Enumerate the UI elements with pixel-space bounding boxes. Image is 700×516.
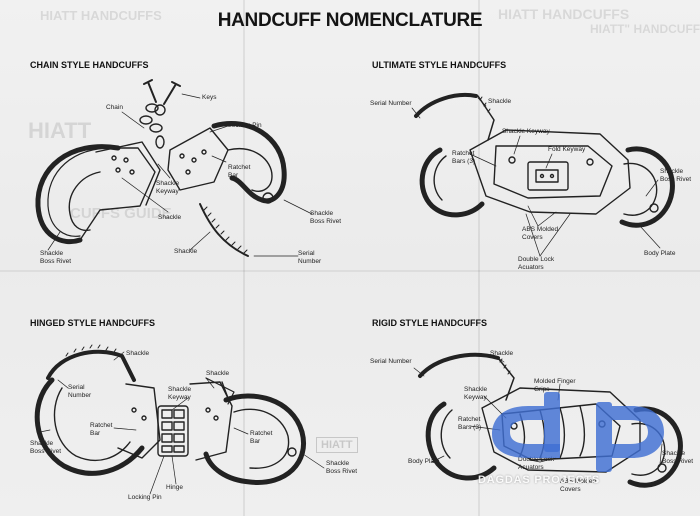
label-shackle-boss-rivet-right: Shackle Boss Rivet bbox=[326, 460, 358, 475]
label-shackle-keyway: Shackle Keyway bbox=[502, 128, 550, 135]
label-ratchet-bar-left: Ratchet Bar bbox=[90, 422, 113, 437]
label-molded-finger-grips: Molded Finger Grips bbox=[534, 378, 576, 393]
label-locking-pin: Locking Pin bbox=[228, 122, 262, 129]
label-body-plate: Body Plate bbox=[408, 458, 440, 465]
label-ratchet-bars: Ratchet Bars (3) bbox=[458, 416, 482, 431]
label-abs-molded-covers: ABS Molded Covers bbox=[560, 478, 597, 493]
label-double-lock-acuators: Double Lock Acuators bbox=[518, 456, 555, 471]
label-keys: Keys bbox=[202, 94, 217, 101]
label-serial-number: Serial Number bbox=[68, 384, 92, 399]
label-fold-keyway: Fold Keyway bbox=[548, 146, 586, 153]
label-body-plate: Body Plate bbox=[644, 250, 676, 257]
fold-line bbox=[0, 270, 700, 272]
chain-handcuffs-drawing bbox=[35, 79, 287, 257]
label-shackle-boss-rivet-left: Shackle Boss Rivet bbox=[40, 250, 72, 265]
label-ratchet-bar-right: Ratchet Bar bbox=[250, 430, 273, 445]
label-serial-number: Serial Number bbox=[298, 250, 322, 265]
label-serial-number: Serial Number bbox=[370, 100, 412, 107]
label-shackle-boss-rivet-left: Shackle Boss Rivet bbox=[30, 440, 62, 455]
section-heading-rigid: RIGID STYLE HANDCUFFS bbox=[372, 318, 488, 328]
label-hinge: Hinge bbox=[166, 484, 183, 491]
label-locking-pin: Locking Pin bbox=[128, 494, 162, 501]
label-shackle-boss-rivet-right: Shackle Boss Rivet bbox=[310, 210, 342, 225]
hinged-handcuffs-drawing bbox=[34, 344, 306, 485]
fold-line bbox=[478, 0, 480, 516]
label-shackle-keyway: Shackle Keyway bbox=[156, 180, 180, 195]
page-title: HANDCUFF NOMENCLATURE bbox=[217, 10, 483, 31]
label-serial-number: Serial Number bbox=[370, 358, 412, 365]
label-double-lock-acuators: Double Lock Acuators bbox=[518, 256, 555, 271]
ghost-text: HIATT" HANDCUFFS bbox=[590, 22, 700, 36]
label-shackle-keyway: Shackle Keyway bbox=[464, 386, 488, 401]
label-shackle: Shackle bbox=[488, 98, 512, 105]
fold-line bbox=[243, 0, 245, 516]
label-shackle: Shackle bbox=[490, 350, 514, 357]
section-heading-ultimate: ULTIMATE STYLE HANDCUFFS bbox=[372, 60, 507, 70]
ghost-text: HIATT HANDCUFFS bbox=[498, 6, 630, 22]
label-shackle-boss-rivet: Shackle Boss Rivet bbox=[660, 168, 692, 183]
ghost-text: HIATT bbox=[28, 118, 92, 143]
label-shackle: Shackle bbox=[158, 214, 182, 221]
ghost-text: HIATT HANDCUFFS bbox=[40, 8, 162, 23]
section-heading-chain: CHAIN STYLE HANDCUFFS bbox=[30, 60, 149, 70]
label-shackle-lower: Shackle bbox=[174, 248, 198, 255]
label-shackle-boss-rivet: Shackle Boss Rivet bbox=[662, 450, 694, 465]
label-shackle-top: Shackle bbox=[126, 350, 150, 357]
rigid-handcuffs-drawing bbox=[418, 352, 683, 488]
label-shackle-keyway: Shackle Keyway bbox=[168, 386, 192, 401]
label-shackle-right: Shackle bbox=[206, 370, 230, 377]
watermark-text: DAGDAS PROJECTS bbox=[478, 474, 601, 486]
dagdas-logo-icon bbox=[492, 392, 664, 472]
ultimate-handcuffs-drawing bbox=[414, 93, 675, 228]
section-heading-hinged: HINGED STYLE HANDCUFFS bbox=[30, 318, 156, 328]
hiatt-stamp: HIATT bbox=[316, 437, 358, 453]
label-ratchet-bars: Ratchet Bars (3) bbox=[452, 150, 476, 165]
label-abs-molded-covers: ABS Molded Covers bbox=[522, 226, 559, 241]
label-chain: Chain bbox=[106, 104, 123, 111]
label-ratchet-bar: Ratchet Bar bbox=[228, 164, 251, 179]
